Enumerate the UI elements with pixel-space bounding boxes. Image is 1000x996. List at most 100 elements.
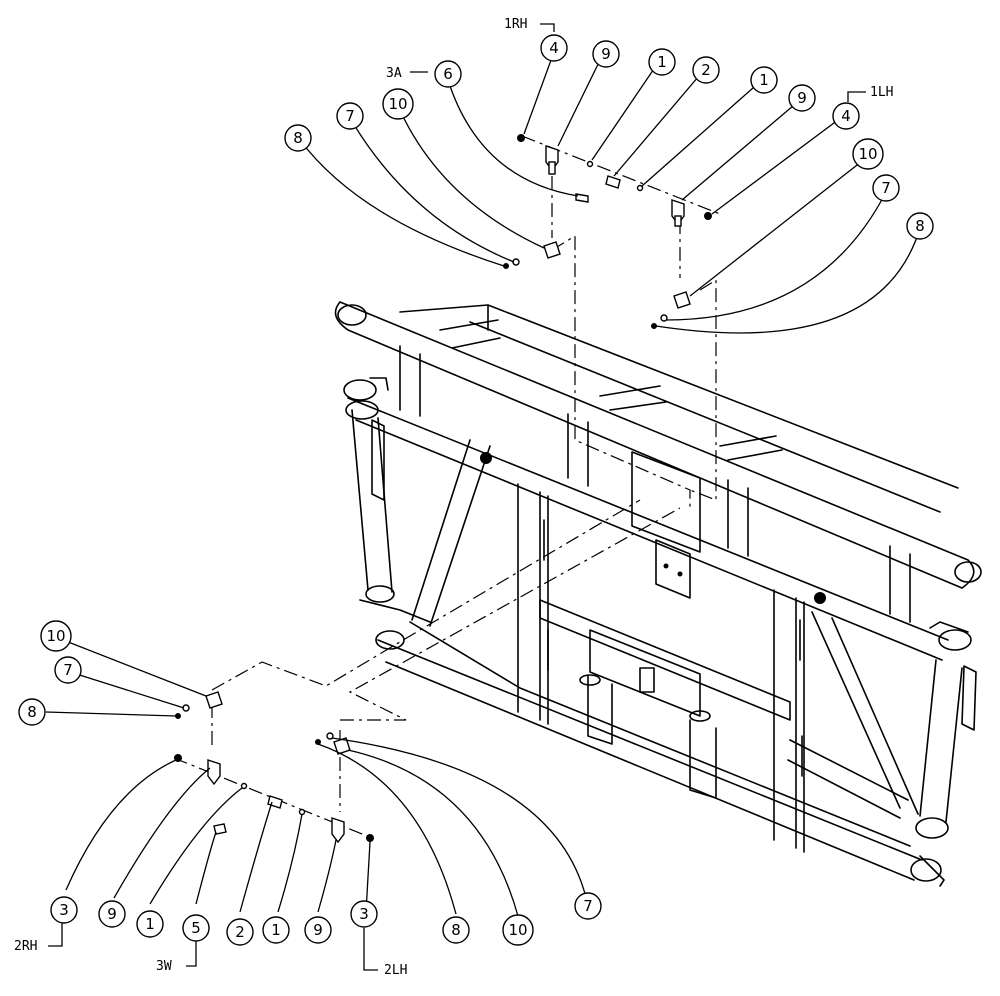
part-7-washer-bottom-right [326,732,334,740]
callout-10-bottom-right: 10 [502,914,534,946]
callout-7-top-left: 7 [336,102,364,130]
callout-1-bottom-b: 1 [262,916,290,944]
callout-10-top-left: 10 [382,88,414,120]
part-7-washer-top-right [660,314,668,322]
callout-1-bottom-a: 1 [136,910,164,938]
top-rail-end-right [954,561,982,583]
callout-7-bottom-right: 7 [574,892,602,920]
cross-tube-2 [599,385,667,411]
part-3-endcap-bottom-right-hand [174,754,182,762]
middle-rail [347,397,949,661]
part-6-elbow-3a [575,193,589,203]
part-10-clamp-top-right [673,291,691,309]
upright-1 [399,345,421,417]
lower-rail [377,639,923,881]
part-4-top-right-hand [517,134,525,142]
left-post [351,409,393,593]
callout-1-top-a: 1 [648,48,676,76]
lower-center-mount [539,599,791,721]
svg-text:1: 1 [657,53,667,71]
callout-10-top-right: 10 [852,138,884,170]
callout-8-top-left: 8 [284,124,312,152]
svg-text:10: 10 [46,627,65,645]
right-diagonal-brace [811,611,919,815]
svg-text:5: 5 [191,919,201,937]
middle-right-tab [929,621,969,633]
part-9-nozzle-top-right-stem [674,215,682,227]
cross-tube-3 [719,435,783,461]
channel-slot-left [543,519,549,671]
plate-hole-2 [677,571,683,577]
hanger-right [689,719,717,799]
tag-1rh: 1RH [504,17,527,32]
svg-text:8: 8 [915,217,925,235]
callout-6-3a: 6 [434,60,462,88]
svg-text:9: 9 [601,45,611,63]
callout-2-bottom: 2 [226,918,254,946]
lower-rail-end-right [910,858,942,882]
part-2-tee-top [605,175,621,189]
svg-text:7: 7 [583,897,593,915]
tag-3w: 3W [156,959,172,974]
lower-back-rail [409,621,911,847]
callout-3-bottom-lh: 3 [350,900,378,928]
svg-text:2: 2 [235,923,245,941]
hidden-lines [173,135,721,839]
right-post [919,659,963,823]
hidden-line-lower-left [211,499,641,691]
cross-tube-1 [439,319,501,349]
svg-text:8: 8 [451,921,461,939]
callout-10-bottom-left: 10 [40,620,72,652]
leader-lines [45,23,921,971]
part-1-top-b [636,184,644,192]
boom-frame [334,301,982,887]
hidden-line-upper-left [551,176,691,508]
part-8-screw-bottom-right [315,739,321,745]
callout-8-top-right: 8 [906,212,934,240]
channel-slot-right [799,619,803,777]
svg-text:10: 10 [508,921,527,939]
callout-9-bottom-b: 9 [304,916,332,944]
svg-text:10: 10 [388,95,407,113]
part-10-clamp-top-left [543,241,561,259]
middle-rail-end-left [343,379,377,401]
callout-7-bottom-left: 7 [54,656,82,684]
parts [174,134,712,844]
tag-1lh: 1LH [870,85,893,100]
svg-text:8: 8 [293,129,303,147]
right-post-plate [961,665,977,731]
callout-9-top-b: 9 [788,84,816,112]
callout-8-bottom-left: 8 [18,698,46,726]
middle-rail-end-right [938,629,972,651]
svg-text:9: 9 [797,89,807,107]
svg-text:6: 6 [443,65,453,83]
bracket-box [589,629,701,717]
svg-text:3: 3 [359,905,369,923]
svg-text:1: 1 [271,921,281,939]
middle-rail-hub-left [345,400,379,420]
hidden-line-bottom-assembly [173,757,373,839]
part-9-nozzle-bottom-right [331,817,345,844]
port-right [814,592,826,604]
part-9-nozzle-bottom-left [207,759,221,786]
callout-9-top-a: 9 [592,40,620,68]
part-1-bottom-b [298,808,306,816]
callout-1-top-b: 1 [750,66,778,94]
middle-rail-tab [369,377,389,391]
plate-hole-1 [663,563,669,569]
upright-4 [889,545,911,623]
upper-back-rail [399,304,959,513]
center-plate-lower [655,539,691,599]
top-rail-end-left [337,304,367,326]
callout-2-top: 2 [692,56,720,84]
callout-7-top-right: 7 [872,174,900,202]
part-9-nozzle-top-left-stem [548,161,556,175]
upright-3 [727,479,749,557]
tag-3a: 3A [386,66,402,81]
svg-text:4: 4 [841,107,851,125]
callouts: 4 9 1 2 1 9 4 6 10 7 8 10 7 8 10 7 8 3 9… [18,34,934,946]
part-3-endcap-bottom-left-hand [366,834,374,842]
tag-2lh: 2LH [384,963,407,978]
top-rail [334,301,975,589]
svg-text:3: 3 [59,901,69,919]
